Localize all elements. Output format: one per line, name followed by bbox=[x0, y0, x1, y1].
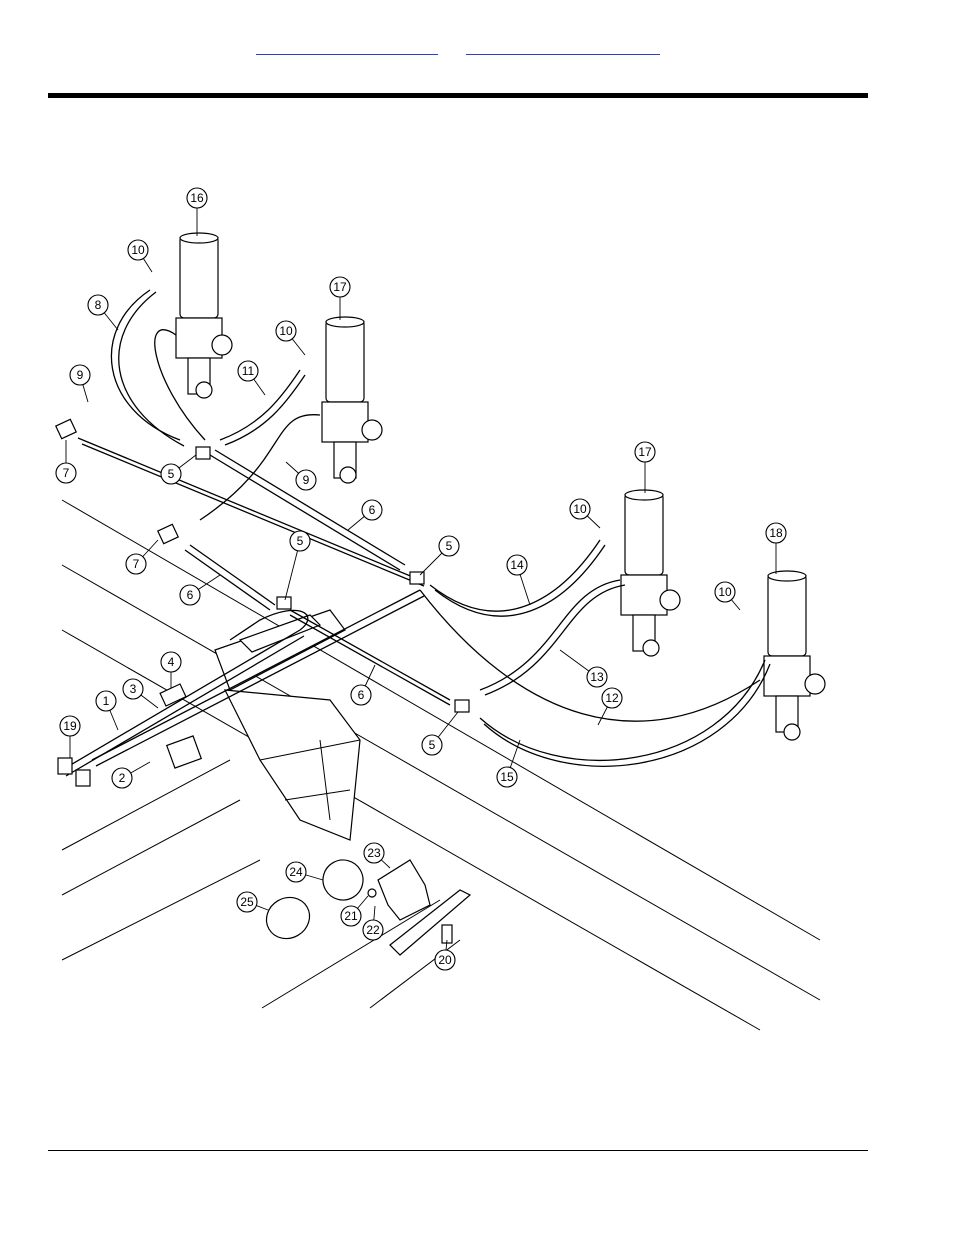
callout-7-b: 7 bbox=[125, 553, 147, 575]
svg-text:24: 24 bbox=[289, 865, 303, 879]
callout-23: 23 bbox=[363, 842, 385, 864]
svg-text:5: 5 bbox=[168, 467, 175, 481]
callout-12: 12 bbox=[601, 687, 623, 709]
callout-13: 13 bbox=[586, 666, 608, 688]
cylinder-17-b bbox=[620, 489, 681, 657]
callout-6-c: 6 bbox=[350, 684, 372, 706]
hoses bbox=[61, 289, 771, 777]
svg-text:4: 4 bbox=[168, 655, 175, 669]
svg-text:16: 16 bbox=[190, 191, 204, 205]
cylinder-16 bbox=[175, 232, 233, 399]
svg-text:12: 12 bbox=[605, 691, 619, 705]
header-rule bbox=[48, 93, 868, 98]
callout-20: 20 bbox=[434, 949, 456, 971]
svg-text:3: 3 bbox=[130, 682, 137, 696]
svg-text:25: 25 bbox=[240, 895, 254, 909]
svg-text:21: 21 bbox=[344, 909, 358, 923]
svg-text:9: 9 bbox=[303, 473, 310, 487]
svg-text:13: 13 bbox=[590, 670, 604, 684]
callout-16: 16 bbox=[186, 187, 208, 209]
svg-text:17: 17 bbox=[638, 445, 652, 459]
svg-text:11: 11 bbox=[242, 364, 255, 378]
svg-text:10: 10 bbox=[131, 243, 145, 257]
callout-5-b: 5 bbox=[289, 530, 311, 552]
callout-10-b: 10 bbox=[275, 320, 297, 342]
svg-text:15: 15 bbox=[500, 770, 514, 784]
callout-25: 25 bbox=[236, 891, 258, 913]
callout-5-c: 5 bbox=[438, 535, 460, 557]
svg-text:6: 6 bbox=[369, 503, 376, 517]
callout-1: 1 bbox=[95, 690, 117, 712]
svg-text:5: 5 bbox=[297, 534, 304, 548]
fittings bbox=[54, 418, 470, 787]
svg-text:9: 9 bbox=[77, 368, 84, 382]
callout-24: 24 bbox=[285, 861, 307, 883]
callout-7-a: 7 bbox=[55, 462, 77, 484]
callout-18: 18 bbox=[765, 522, 787, 544]
frame-lines bbox=[61, 499, 821, 1031]
svg-text:20: 20 bbox=[438, 953, 452, 967]
svg-text:5: 5 bbox=[429, 738, 436, 752]
svg-text:17: 17 bbox=[333, 280, 347, 294]
callout-10-a: 10 bbox=[127, 239, 149, 261]
svg-text:14: 14 bbox=[510, 558, 524, 572]
callout-4: 4 bbox=[160, 651, 182, 673]
callout-11: 11 bbox=[237, 360, 259, 382]
callout-5-d: 5 bbox=[421, 734, 443, 756]
svg-text:2: 2 bbox=[119, 771, 126, 785]
callout-9-a: 9 bbox=[69, 364, 91, 386]
nav-link-2[interactable] bbox=[466, 40, 660, 55]
hitch-bracket bbox=[214, 609, 361, 841]
svg-text:6: 6 bbox=[358, 688, 365, 702]
callout-14: 14 bbox=[506, 554, 528, 576]
svg-text:6: 6 bbox=[187, 588, 194, 602]
svg-text:1: 1 bbox=[103, 694, 110, 708]
footer-rule bbox=[48, 1150, 868, 1151]
callout-6-b: 6 bbox=[179, 584, 201, 606]
svg-text:22: 22 bbox=[366, 923, 380, 937]
callouts: 16 10 17 10 8 11 9 7 5 9 6 17 10 18 10 7… bbox=[55, 187, 787, 971]
callout-2: 2 bbox=[111, 767, 133, 789]
callout-9-b: 9 bbox=[295, 469, 317, 491]
callout-22: 22 bbox=[362, 919, 384, 941]
callout-10-d: 10 bbox=[714, 581, 736, 603]
callout-6-a: 6 bbox=[361, 499, 383, 521]
svg-text:7: 7 bbox=[63, 466, 70, 480]
svg-text:5: 5 bbox=[446, 539, 453, 553]
callout-17-a: 17 bbox=[329, 276, 351, 298]
callout-5-a: 5 bbox=[160, 463, 182, 485]
svg-text:19: 19 bbox=[63, 719, 77, 733]
nav-link-1[interactable] bbox=[256, 40, 438, 55]
svg-text:10: 10 bbox=[573, 502, 587, 516]
callout-3: 3 bbox=[122, 678, 144, 700]
svg-text:7: 7 bbox=[133, 557, 140, 571]
svg-text:10: 10 bbox=[279, 324, 293, 338]
cylinder-18 bbox=[763, 570, 826, 741]
cylinder-17-a bbox=[321, 316, 383, 484]
callout-8: 8 bbox=[87, 294, 109, 316]
svg-text:23: 23 bbox=[367, 846, 381, 860]
callout-10-c: 10 bbox=[569, 498, 591, 520]
svg-text:18: 18 bbox=[769, 526, 783, 540]
svg-text:8: 8 bbox=[95, 298, 102, 312]
callout-15: 15 bbox=[496, 766, 518, 788]
callout-19: 19 bbox=[59, 715, 81, 737]
callout-17-b: 17 bbox=[634, 441, 656, 463]
svg-text:10: 10 bbox=[718, 585, 732, 599]
callout-21: 21 bbox=[340, 905, 362, 927]
loose-parts bbox=[265, 859, 472, 956]
